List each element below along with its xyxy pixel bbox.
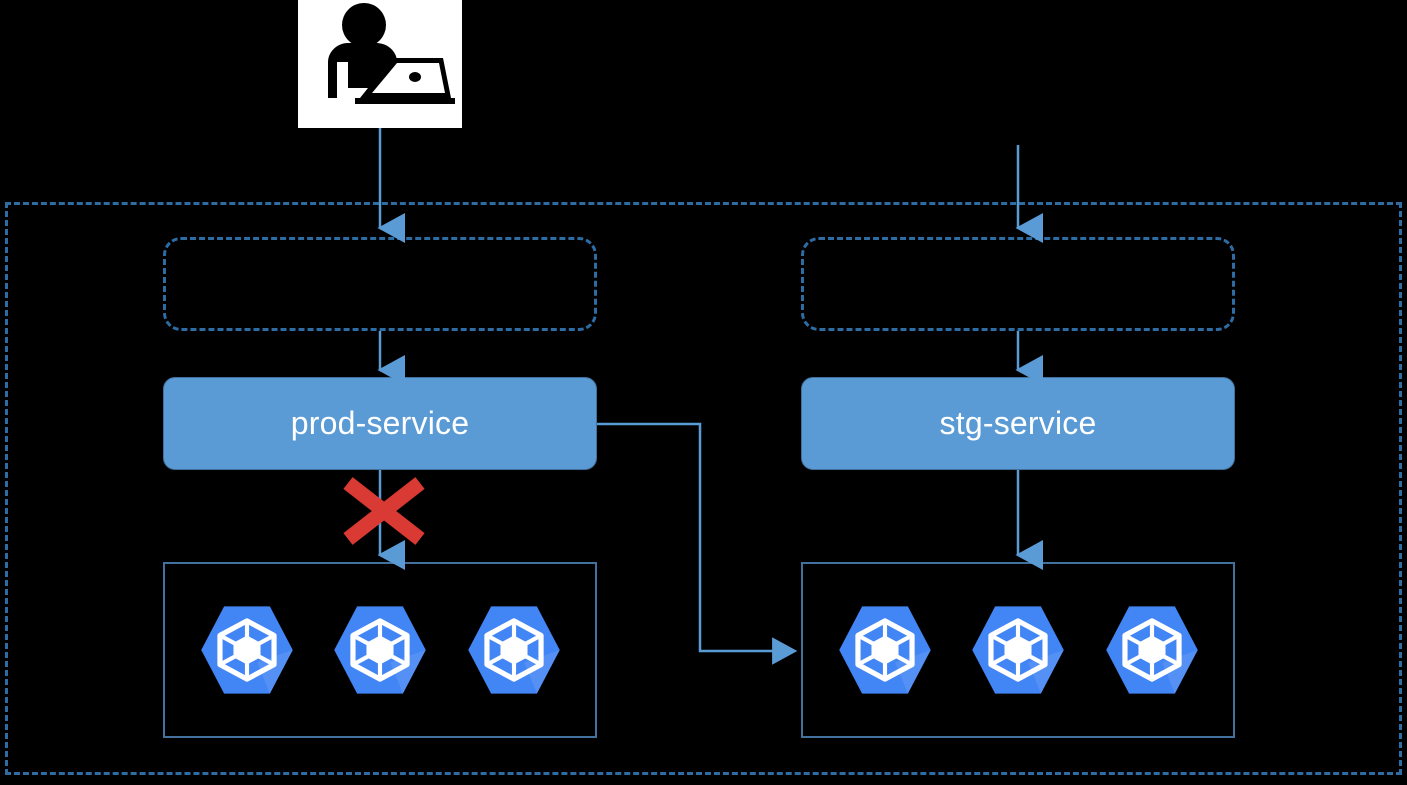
red-x-icon (343, 477, 425, 545)
user-at-laptop-glyph (298, 0, 462, 128)
user-at-laptop-icon (298, 0, 462, 128)
service-label-stg: stg-service (939, 405, 1097, 441)
kubernetes-pod-icon (972, 606, 1064, 694)
service-label-prod: prod-service (290, 405, 470, 441)
kubernetes-pod-icon (200, 606, 293, 694)
namespace-box-stg (801, 237, 1235, 331)
kubernetes-pod-icon (334, 606, 426, 694)
kubernetes-pod-icon (838, 606, 931, 694)
traffic-blocked-x (341, 477, 427, 545)
kubernetes-pod-icon (467, 606, 560, 694)
service-box-stg[interactable]: stg-service (801, 377, 1235, 470)
pod-group-stg (801, 562, 1235, 738)
namespace-box-prod (163, 237, 597, 331)
kubernetes-pod-icon (1105, 606, 1198, 694)
pod-group-prod (163, 562, 597, 738)
service-box-prod[interactable]: prod-service (163, 377, 597, 470)
cluster-boundary (5, 202, 1402, 775)
